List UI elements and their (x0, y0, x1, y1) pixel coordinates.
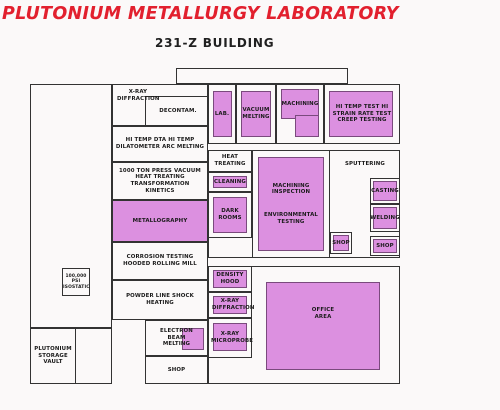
page-subtitle: 231-Z BUILDING (155, 36, 275, 50)
room-hi-temp-dta: HI TEMP DTA HI TEMP DILATOMETER ARC MELT… (112, 126, 208, 162)
wall (145, 96, 147, 126)
room-decontam: DECONTAM. (159, 107, 197, 114)
room-shop-left: SHOP (145, 356, 208, 384)
room-xray-diffraction-left: X-RAY DIFFRACTION (112, 84, 208, 126)
room-sputtering: SPUTTERING (345, 160, 385, 167)
room-welding: WELDING (370, 204, 400, 232)
room-machining: MACHINING (276, 84, 324, 144)
room-xray-diffraction-mid: X-RAY DIFFRACTION (208, 292, 254, 318)
room-hi-temp-test: HI TEMP TEST HI STRAIN RATE TEST CREEP T… (324, 84, 400, 144)
wall (145, 96, 208, 98)
room-powder-line: POWDER LINE SHOCK HEATING (112, 280, 208, 320)
room-density-hood: DENSITY HOOD (208, 266, 252, 292)
office-area-fill (266, 282, 380, 370)
electron-beam-pink (182, 328, 204, 350)
room-dark-rooms: DARK ROOMS (208, 192, 252, 238)
room-press: 1000 TON PRESS VACUUM HEAT TREATING TRAN… (112, 162, 208, 200)
room-office-area: OFFICE AREA (311, 307, 335, 320)
room-plutonium-vault: PLUTONIUM STORAGE VAULT (30, 328, 76, 384)
room-cleaning: CLEANING (208, 172, 252, 192)
room-casting: CASTING (370, 178, 400, 204)
room-machining-inspection: MACHINING INSPECTION ENVIRONMENTAL TESTI… (252, 150, 330, 258)
room-vacuum-melting: VACUUM MELTING (236, 84, 276, 144)
room-xray-microprobe: X-RAY MICROPROBE (208, 318, 253, 358)
top-connector (176, 68, 348, 84)
room-metallography: METALLOGRAPHY (112, 200, 208, 242)
room-shop-center: SHOP (330, 232, 352, 254)
room-lab: LAB. (208, 84, 236, 144)
page-title: PLUTONIUM METALLURGY LABORATORY (2, 4, 399, 24)
room-heat-treating: HEAT TREATING (208, 150, 252, 172)
room-shop-right: SHOP (370, 236, 400, 256)
room-corrosion: CORROSION TESTING HOODED ROLLING MILL (112, 242, 208, 280)
room-isostatic: 100,000 psi ISOSTATIC (62, 268, 90, 296)
